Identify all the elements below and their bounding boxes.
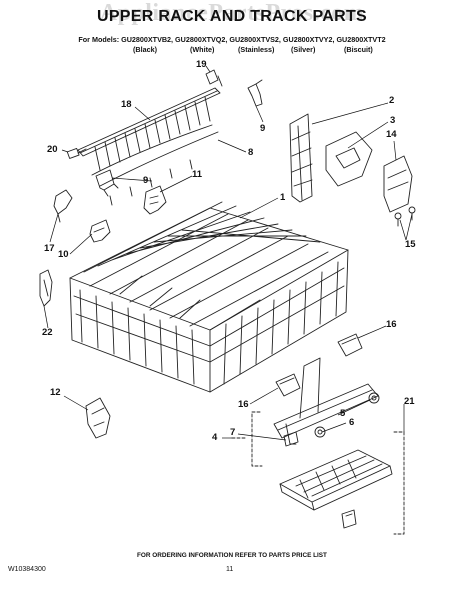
page-title: UPPER RACK AND TRACK PARTS xyxy=(96,8,368,25)
clip-part-17 xyxy=(53,189,73,223)
callout-14: 14 xyxy=(386,129,397,140)
callout-3: 3 xyxy=(390,115,396,126)
wheel-part-5 xyxy=(368,392,380,404)
callout-21: 21 xyxy=(404,396,415,407)
callout-18: 18 xyxy=(121,99,132,110)
callout-16-lower: 16 xyxy=(238,399,249,410)
callout-19: 19 xyxy=(196,59,207,70)
callout-2: 2 xyxy=(389,95,395,106)
callout-9-lower: 9 xyxy=(143,175,149,186)
clip-part-21-small xyxy=(341,509,357,529)
callout-22: 22 xyxy=(42,327,53,338)
color-label-biscuit: (Biscuit) xyxy=(344,45,373,54)
color-label-black: (Black) xyxy=(133,45,157,54)
clip-part-11 xyxy=(143,185,167,215)
callout-7: 7 xyxy=(230,427,236,438)
callout-4: 4 xyxy=(212,432,218,443)
tine-row-part-18 xyxy=(77,87,221,206)
color-label-silver: (Silver) xyxy=(291,45,316,54)
color-label-stainless: (Stainless) xyxy=(238,45,275,54)
bracket-part-22 xyxy=(39,269,53,307)
clip-part-9-upper xyxy=(247,79,263,107)
wheel-part-6 xyxy=(314,426,326,438)
page-number: 11 xyxy=(226,566,234,573)
bracket-part-12 xyxy=(85,397,111,439)
rack-basket-part-1 xyxy=(69,201,349,393)
color-label-white: (White) xyxy=(190,45,215,54)
callout-20: 20 xyxy=(47,144,58,155)
clip-part-10 xyxy=(89,219,111,243)
clip-part-9-lower xyxy=(95,169,119,197)
callout-15: 15 xyxy=(405,239,416,250)
watermark: AppliancePartsPros.com xyxy=(99,0,365,26)
housing-part-3 xyxy=(325,131,373,187)
screws-part-15 xyxy=(394,206,416,227)
tray-part-21 xyxy=(279,449,393,511)
callout-10: 10 xyxy=(58,249,69,260)
callout-9-upper: 9 xyxy=(260,123,266,134)
clip-part-19 xyxy=(205,69,223,87)
callout-1: 1 xyxy=(280,192,286,203)
track-assembly-part-2 xyxy=(289,113,313,203)
callout-16-upper: 16 xyxy=(386,319,397,330)
document-id: W10384300 xyxy=(8,566,46,573)
callout-11: 11 xyxy=(192,169,203,180)
track-cover-part-14 xyxy=(383,155,413,213)
callout-5: 5 xyxy=(340,408,346,419)
callout-6: 6 xyxy=(349,417,355,428)
rail-assembly-part-4 xyxy=(273,357,379,445)
callout-17: 17 xyxy=(44,243,55,254)
ordering-note: FOR ORDERING INFORMATION REFER TO PARTS … xyxy=(137,552,327,559)
callout-8: 8 xyxy=(248,147,254,158)
clip-part-7 xyxy=(283,431,299,447)
clip-part-16-lower xyxy=(275,373,301,397)
callout-12: 12 xyxy=(50,387,61,398)
models-line: For Models: GU2800XTVB2, GU2800XTVQ2, GU… xyxy=(78,35,386,44)
clip-part-16-upper xyxy=(337,333,363,357)
clip-part-20 xyxy=(66,148,87,159)
